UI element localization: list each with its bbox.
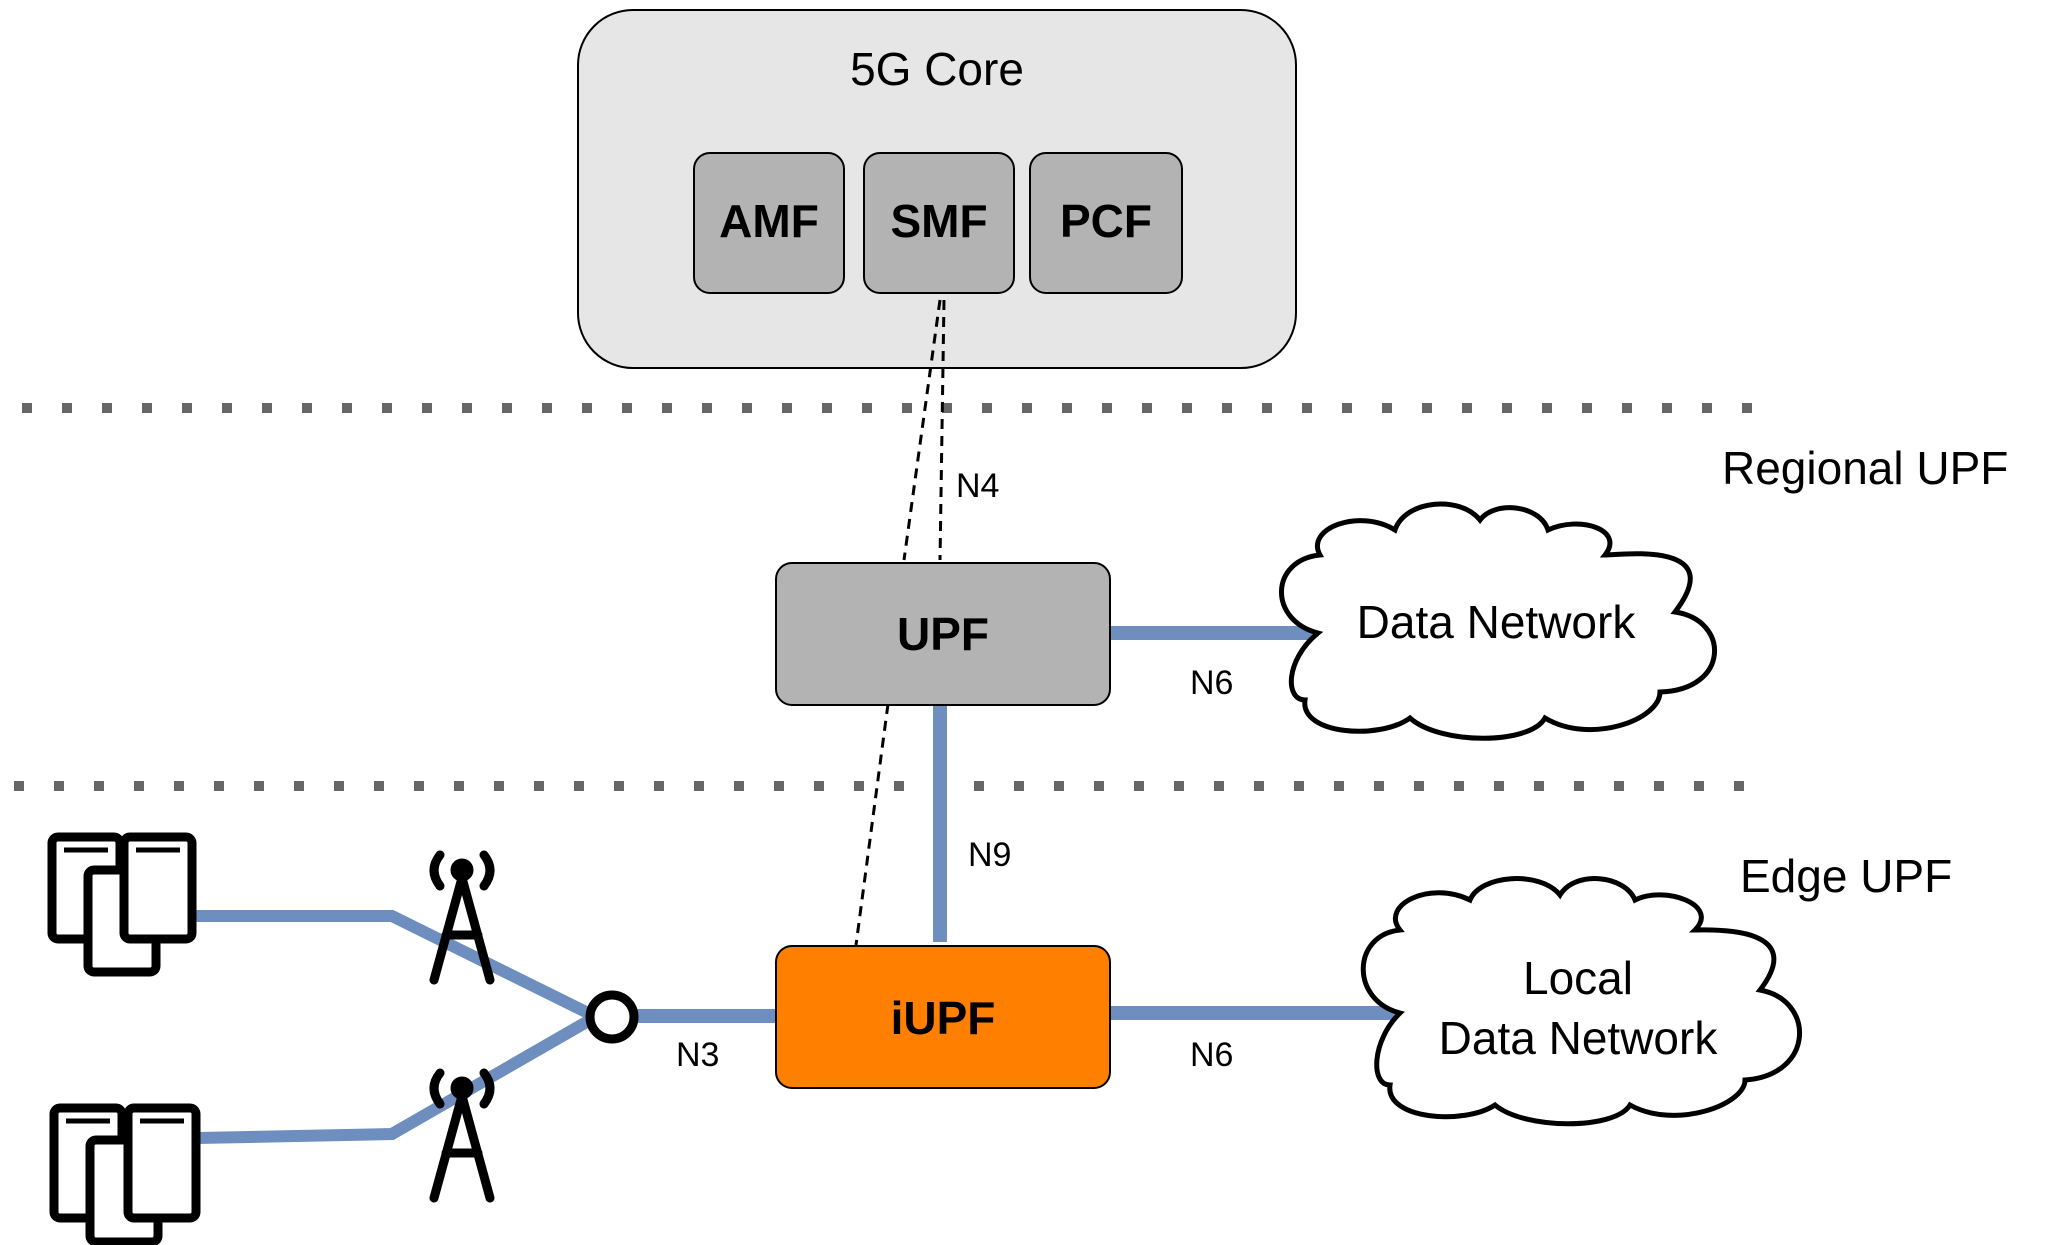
local-data-network-label-line2: Data Network <box>1439 1012 1719 1064</box>
access-link-top <box>192 910 593 1020</box>
iupf-label: iUPF <box>891 992 996 1044</box>
pcf-label: PCF <box>1060 195 1152 247</box>
n4-link-to-iupf <box>854 703 890 946</box>
n6-regional-label: N6 <box>1190 664 1233 702</box>
local-data-network-cloud <box>1360 876 1803 1127</box>
edge-upf-zone-label: Edge UPF <box>1740 850 1952 902</box>
local-data-network-label-line1: Local <box>1523 952 1633 1004</box>
cell-tower-icon <box>429 1068 495 1203</box>
regional-upf-zone-label: Regional UPF <box>1722 442 2008 494</box>
n9-label: N9 <box>968 836 1011 874</box>
pcf-box <box>1029 152 1183 294</box>
phones-icon <box>49 1103 201 1245</box>
cell-tower-icon <box>429 850 495 985</box>
junction-node <box>585 990 639 1044</box>
amf-box <box>693 152 845 294</box>
upf-node <box>775 562 1111 706</box>
upf-label: UPF <box>897 608 989 660</box>
amf-label: AMF <box>719 195 819 247</box>
phones-icon <box>47 832 197 977</box>
n6-edge-label: N6 <box>1190 1036 1233 1074</box>
n4-link-to-upf-b <box>938 299 946 561</box>
iupf-node <box>775 945 1111 1089</box>
n4-link-to-upf <box>902 299 942 561</box>
smf-label: SMF <box>890 195 987 247</box>
5g-core-title: 5G Core <box>850 43 1024 95</box>
n3-label: N3 <box>676 1036 719 1074</box>
data-network-cloud <box>1279 501 1717 741</box>
smf-box <box>863 152 1015 294</box>
access-link-bottom <box>197 1014 593 1144</box>
n4-label: N4 <box>956 467 999 505</box>
data-network-label: Data Network <box>1357 596 1637 648</box>
